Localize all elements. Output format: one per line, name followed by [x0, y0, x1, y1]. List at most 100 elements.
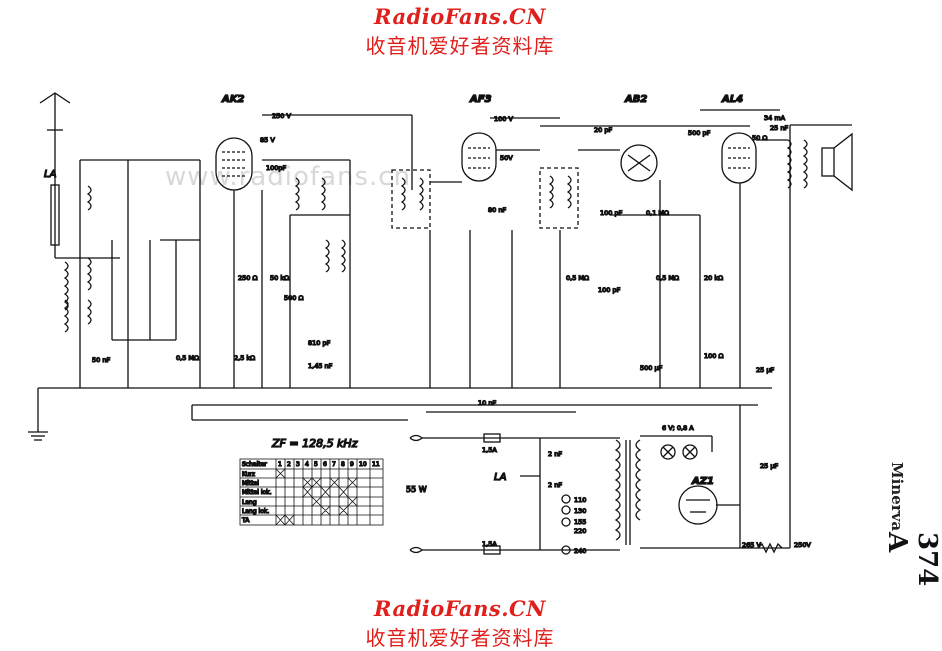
- label-25uf-ps: 25 µF: [760, 462, 778, 470]
- label-145nf: 1,45 nF: [308, 362, 333, 370]
- table-header-2: 2: [287, 461, 291, 468]
- label-antenna: LA: [44, 169, 57, 180]
- watermark-title-top: RadioFans.CN: [374, 4, 546, 29]
- fuse-2: [483, 545, 501, 555]
- label-tube-ab2: AB2: [624, 94, 647, 105]
- mains-plug-2: [409, 546, 423, 554]
- watermark-subtitle-bottom: 收音机爱好者资料库: [365, 626, 555, 650]
- table-header-4: 4: [305, 461, 309, 468]
- antenna-symbol: [39, 92, 71, 258]
- label-tap-155: 155: [574, 518, 586, 526]
- label-05mohm-3: 0,5 MΩ: [656, 274, 679, 282]
- label-85v: 85 V: [260, 136, 275, 144]
- table-header-1: 1: [278, 461, 282, 468]
- label-2nf-2: 2 nF: [548, 481, 562, 489]
- tube-af3: [461, 132, 497, 182]
- table-row-kurz: Kurz: [242, 471, 255, 478]
- coil-group-input: [63, 185, 92, 333]
- tube-al4: [721, 132, 757, 184]
- label-tube-az1: AZ1: [691, 476, 714, 487]
- label-100pf-ak2: 100pF: [266, 164, 287, 172]
- label-fuse-1: 1,5A: [482, 446, 497, 454]
- label-la-mains: LA: [494, 472, 507, 483]
- choke-resistor: [757, 542, 783, 554]
- model-caption: Minerva 374 A: [878, 462, 942, 602]
- ghost-watermark: www.radiofans.cn: [165, 162, 412, 192]
- table-header-8: 8: [341, 461, 345, 468]
- label-05mohm-2: 0,5 MΩ: [566, 274, 589, 282]
- label-25nf: 25 nF: [770, 124, 788, 132]
- if-transformer-1: [391, 169, 431, 229]
- switch-table-headers: Schalter 1 2 3 4 5 6 7 8 9 10 11: [241, 460, 380, 468]
- label-50nf: 50 nF: [92, 356, 110, 364]
- label-100pf-ab2: 100 pF: [600, 209, 623, 217]
- label-810pf: 810 pF: [308, 339, 331, 347]
- model-number: 374 A: [882, 532, 942, 587]
- label-01mohm: 0,1 MΩ: [646, 209, 669, 217]
- label-2nf-1: 2 nF: [548, 450, 562, 458]
- label-250v: 250 V: [272, 112, 291, 120]
- table-row-mittel: Mittel: [242, 480, 259, 487]
- fuse-1: [483, 433, 501, 443]
- label-250v-out: 250V: [794, 541, 811, 549]
- table-header-3: 3: [296, 461, 300, 468]
- label-100ohm: 100 Ω: [704, 352, 723, 360]
- label-tube-af3: AF3: [469, 94, 492, 105]
- tap-circles: [561, 494, 571, 555]
- label-50ohm: 50 Ω: [752, 134, 767, 142]
- table-row-mittel-lok: Mittel lok.: [242, 489, 272, 496]
- table-header-6: 6: [323, 461, 327, 468]
- switch-table: [239, 458, 384, 526]
- mains-transformer: [614, 439, 642, 545]
- watermark-subtitle-top: 收音机爱好者资料库: [365, 34, 555, 58]
- switch-table-rows: Kurz Mittel Mittel lok. Lang Lang lok. T…: [240, 470, 272, 524]
- label-tap-110: 110: [574, 496, 586, 504]
- table-row-lang-lok: Lang lok.: [242, 508, 269, 515]
- label-tap-130: 130: [574, 507, 586, 515]
- tube-ab2: [620, 144, 658, 182]
- table-header-11: 11: [372, 461, 380, 468]
- table-header-5: 5: [314, 461, 318, 468]
- label-100pf-2: 100 pF: [598, 286, 621, 294]
- label-250ohm: 250 Ω: [238, 274, 257, 282]
- label-25kohm: 2,5 kΩ: [234, 354, 255, 362]
- schematic-diagram: LA AK2 AF3 AB2 AL4: [28, 92, 853, 556]
- table-row-lang: Lang: [242, 499, 257, 506]
- ground-symbol: [28, 388, 48, 441]
- label-100v: 100 V: [494, 115, 513, 123]
- label-heater: 6 V; 0,8 A: [662, 424, 694, 432]
- label-if-frequency: ZF = 128,5 kHz: [271, 437, 358, 450]
- speaker-symbol: [821, 132, 853, 192]
- tube-az1: [678, 485, 718, 525]
- label-tube-al4: AL4: [721, 94, 743, 105]
- label-34ma: 34 mA: [764, 114, 786, 122]
- mains-plug-1: [409, 434, 423, 442]
- label-20kohm: 20 kΩ: [704, 274, 723, 282]
- pilot-lamps: [660, 444, 698, 460]
- output-transformer: [786, 139, 808, 189]
- label-power: 55 W: [406, 485, 427, 494]
- label-05mohm-1: 0,5 MΩ: [176, 354, 199, 362]
- if-transformer-2: [539, 167, 579, 229]
- label-500uf: 500 µF: [640, 364, 663, 372]
- label-fuse-2: 1,5A: [482, 540, 497, 548]
- table-header-10: 10: [359, 461, 367, 468]
- label-500pf: 500 pF: [688, 129, 711, 137]
- label-50v: 50V: [500, 154, 513, 162]
- table-header-schalter: Schalter: [242, 461, 267, 468]
- coil-group-osc: [294, 177, 346, 273]
- label-tap-240: 240: [574, 547, 586, 555]
- label-10nf: 10 nF: [478, 399, 496, 407]
- label-25uf-cath: 25 µF: [756, 366, 774, 374]
- label-tube-ak2: AK2: [221, 94, 244, 105]
- table-header-7: 7: [332, 461, 336, 468]
- table-row-ta: TA: [241, 517, 250, 524]
- label-500ohm: 500 Ω: [284, 294, 303, 302]
- label-20pf: 20 pF: [594, 126, 612, 134]
- table-header-9: 9: [350, 461, 354, 468]
- label-50kohm: 50 kΩ: [270, 274, 289, 282]
- label-265v: 265 V: [742, 541, 761, 549]
- model-make: Minerva: [888, 462, 906, 532]
- tube-ak2: [215, 137, 253, 191]
- label-80nf: 80 nF: [488, 206, 506, 214]
